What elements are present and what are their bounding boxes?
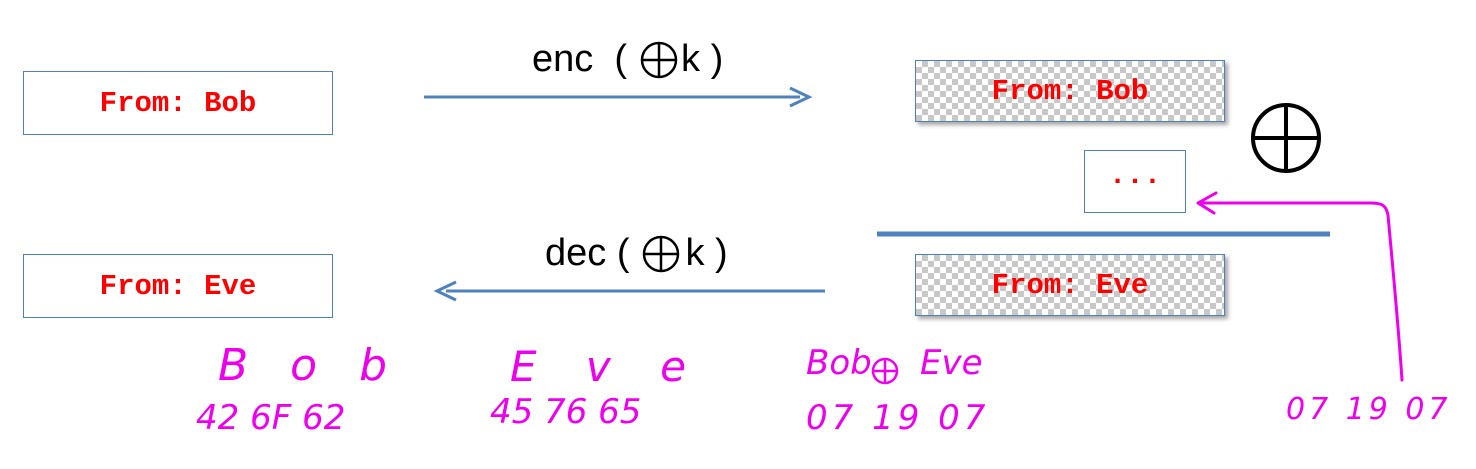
dec-key-text: k ) — [685, 232, 728, 274]
bob-letters: B o b — [218, 340, 402, 391]
xor-icon — [640, 41, 678, 78]
enc-label: enc ( k ) — [532, 38, 723, 81]
dec-arrow — [433, 280, 825, 302]
handwritten-xor-icon — [871, 357, 899, 385]
xor-expr-right: Eve — [920, 343, 983, 383]
plaintext-eve-label: From: Eve — [99, 269, 257, 303]
xor-mask-box: ... — [1084, 150, 1186, 213]
bob-hex: 42 6F 62 — [196, 398, 346, 438]
plaintext-bob-label: From: Bob — [99, 86, 257, 120]
xor-icon — [643, 235, 680, 272]
plaintext-eve-box: From: Eve — [23, 254, 333, 318]
big-xor-icon — [1251, 103, 1321, 173]
xor-expr-left: Bob — [806, 343, 872, 383]
ciphertext-bob-box: From: Bob — [915, 60, 1225, 122]
xor-result-hex: 07 19 07 — [806, 398, 990, 438]
eve-hex: 45 76 65 — [490, 392, 642, 432]
ciphertext-eve-box: From: Eve — [915, 254, 1225, 316]
enc-key-text: k ) — [681, 38, 724, 80]
xor-mask-label: ... — [1108, 159, 1162, 192]
key-pointer-arrow — [1196, 191, 1404, 382]
enc-prefix-text: enc ( — [532, 38, 628, 80]
dec-label: dec ( k ) — [545, 232, 728, 275]
enc-arrow — [424, 86, 813, 108]
key-hex: 07 19 07 — [1286, 392, 1452, 427]
plaintext-bob-box: From: Bob — [23, 71, 333, 135]
ciphertext-eve-label: From: Eve — [991, 268, 1149, 302]
dec-prefix-text: dec ( — [545, 232, 630, 274]
ciphertext-bob-label: From: Bob — [991, 74, 1149, 108]
eve-letters: E v e — [510, 342, 704, 391]
